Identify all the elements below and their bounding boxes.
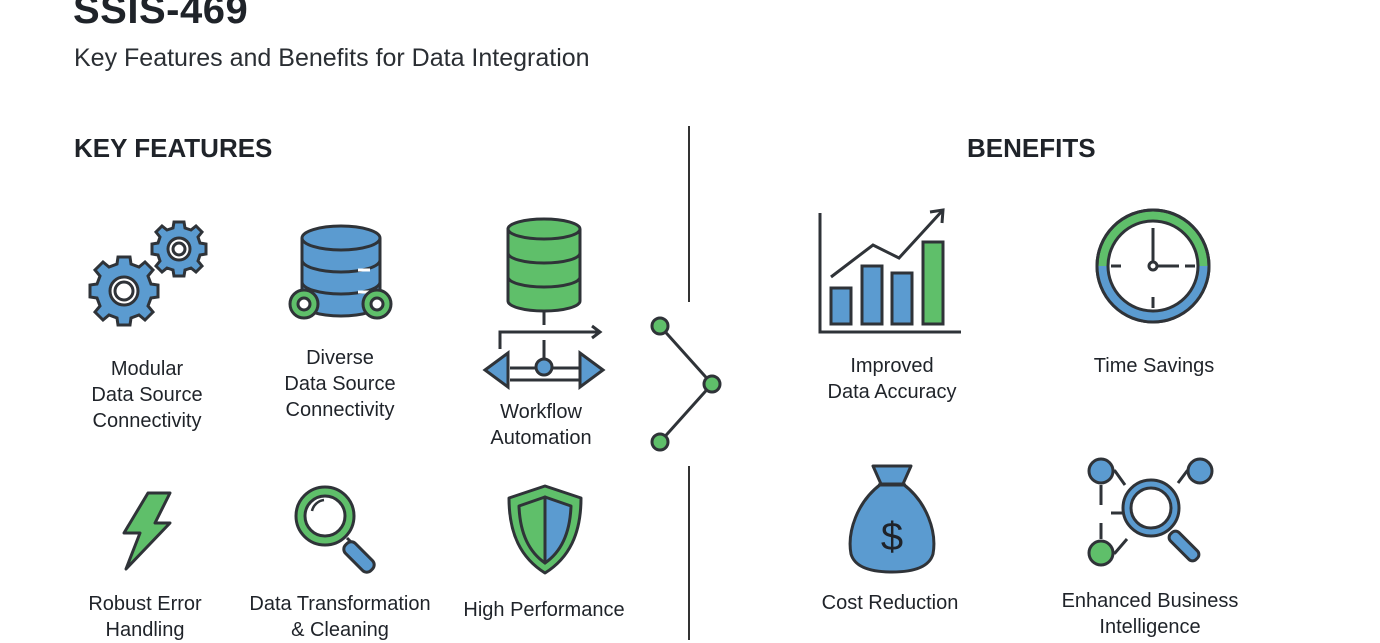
features-heading: KEY FEATURES	[74, 133, 273, 163]
divider-top	[688, 126, 690, 302]
benefit-label-accuracy: Improved Data Accuracy	[827, 355, 957, 403]
lightning-icon	[122, 491, 172, 571]
feature-label-transform: Data Transformation & Cleaning	[249, 593, 431, 641]
benefit-label-cost: Cost Reduction	[821, 592, 959, 614]
feature-label-modular: Modular Data Source Connectivity	[91, 358, 203, 432]
benefit-label-bi: Enhanced Business Intelligence	[1061, 590, 1239, 638]
feature-label-error: Robust Error Handling	[88, 593, 202, 641]
benefits-heading: BENEFITS	[967, 133, 1096, 163]
gears-icon	[88, 220, 208, 327]
feature-label-performance: High Performance	[463, 599, 625, 621]
clock-icon	[1095, 208, 1211, 324]
workflow-icon	[482, 217, 606, 390]
magnifier-icon	[294, 485, 376, 574]
feature-label-diverse: Diverse Data Source Connectivity	[284, 347, 396, 421]
database-gears-icon	[288, 224, 393, 320]
shield-icon	[507, 484, 583, 575]
feature-label-workflow: Workflow Automation	[490, 401, 592, 449]
svg-text:$: $	[881, 515, 903, 559]
benefit-label-time: Time Savings	[1093, 355, 1215, 377]
divider-bottom	[688, 466, 690, 640]
page-title: SSIS-469	[73, 0, 249, 32]
network-search-icon	[1087, 457, 1214, 567]
money-bag-icon: $	[848, 464, 936, 574]
page-subtitle: Key Features and Benefits for Data Integ…	[74, 44, 590, 72]
connector-icon	[650, 316, 722, 452]
bar-chart-icon	[818, 208, 961, 334]
